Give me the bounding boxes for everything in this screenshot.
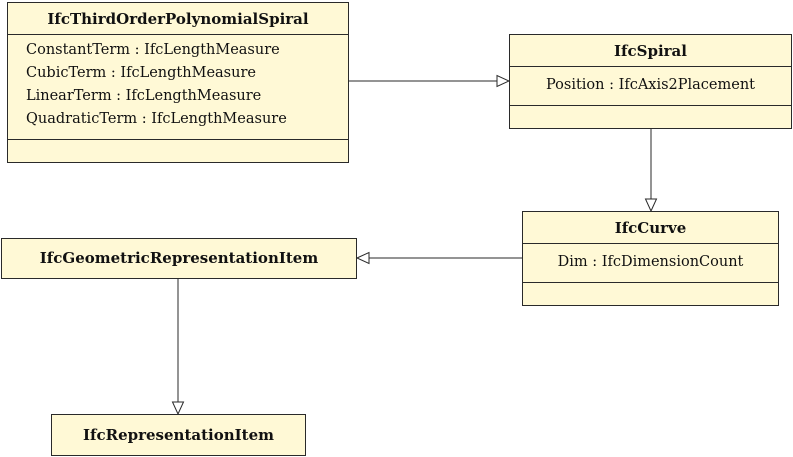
class-ifc-spiral[interactable]: IfcSpiral Position : IfcAxis2Placement — [509, 34, 792, 129]
class-ifc-representation-item[interactable]: IfcRepresentationItem — [51, 414, 306, 456]
class-attributes: Position : IfcAxis2Placement — [510, 66, 791, 105]
class-ifc-geometric-representation-item[interactable]: IfcGeometricRepresentationItem — [1, 238, 357, 279]
class-ifc-curve[interactable]: IfcCurve Dim : IfcDimensionCount — [522, 211, 779, 306]
class-operations — [510, 105, 791, 126]
class-ifc-third-order-polynomial-spiral[interactable]: IfcThirdOrderPolynomialSpiral ConstantTe… — [7, 2, 349, 163]
attribute-dim: Dim : IfcDimensionCount — [557, 254, 744, 270]
attribute-linear-term: LinearTerm : IfcLengthMeasure — [26, 88, 262, 104]
attribute-constant-term: ConstantTerm : IfcLengthMeasure — [26, 42, 280, 58]
class-name: IfcCurve — [614, 219, 687, 237]
class-operations — [8, 139, 348, 160]
class-operations — [523, 282, 778, 303]
generalization-arrowhead — [355, 251, 370, 265]
class-attributes: ConstantTerm : IfcLengthMeasure CubicTer… — [8, 34, 348, 139]
generalization-arrowhead — [496, 74, 511, 88]
generalization-arrowhead — [644, 198, 658, 213]
attribute-cubic-term: CubicTerm : IfcLengthMeasure — [26, 65, 256, 81]
class-name: IfcSpiral — [614, 42, 687, 60]
attribute-position: Position : IfcAxis2Placement — [545, 77, 756, 93]
class-name: IfcThirdOrderPolynomialSpiral — [47, 10, 309, 28]
generalization-arrowhead — [171, 401, 185, 416]
class-name: IfcGeometricRepresentationItem — [39, 249, 319, 267]
class-attributes: Dim : IfcDimensionCount — [523, 243, 778, 282]
attribute-quadratic-term: QuadraticTerm : IfcLengthMeasure — [26, 111, 287, 127]
class-name: IfcRepresentationItem — [83, 426, 274, 444]
